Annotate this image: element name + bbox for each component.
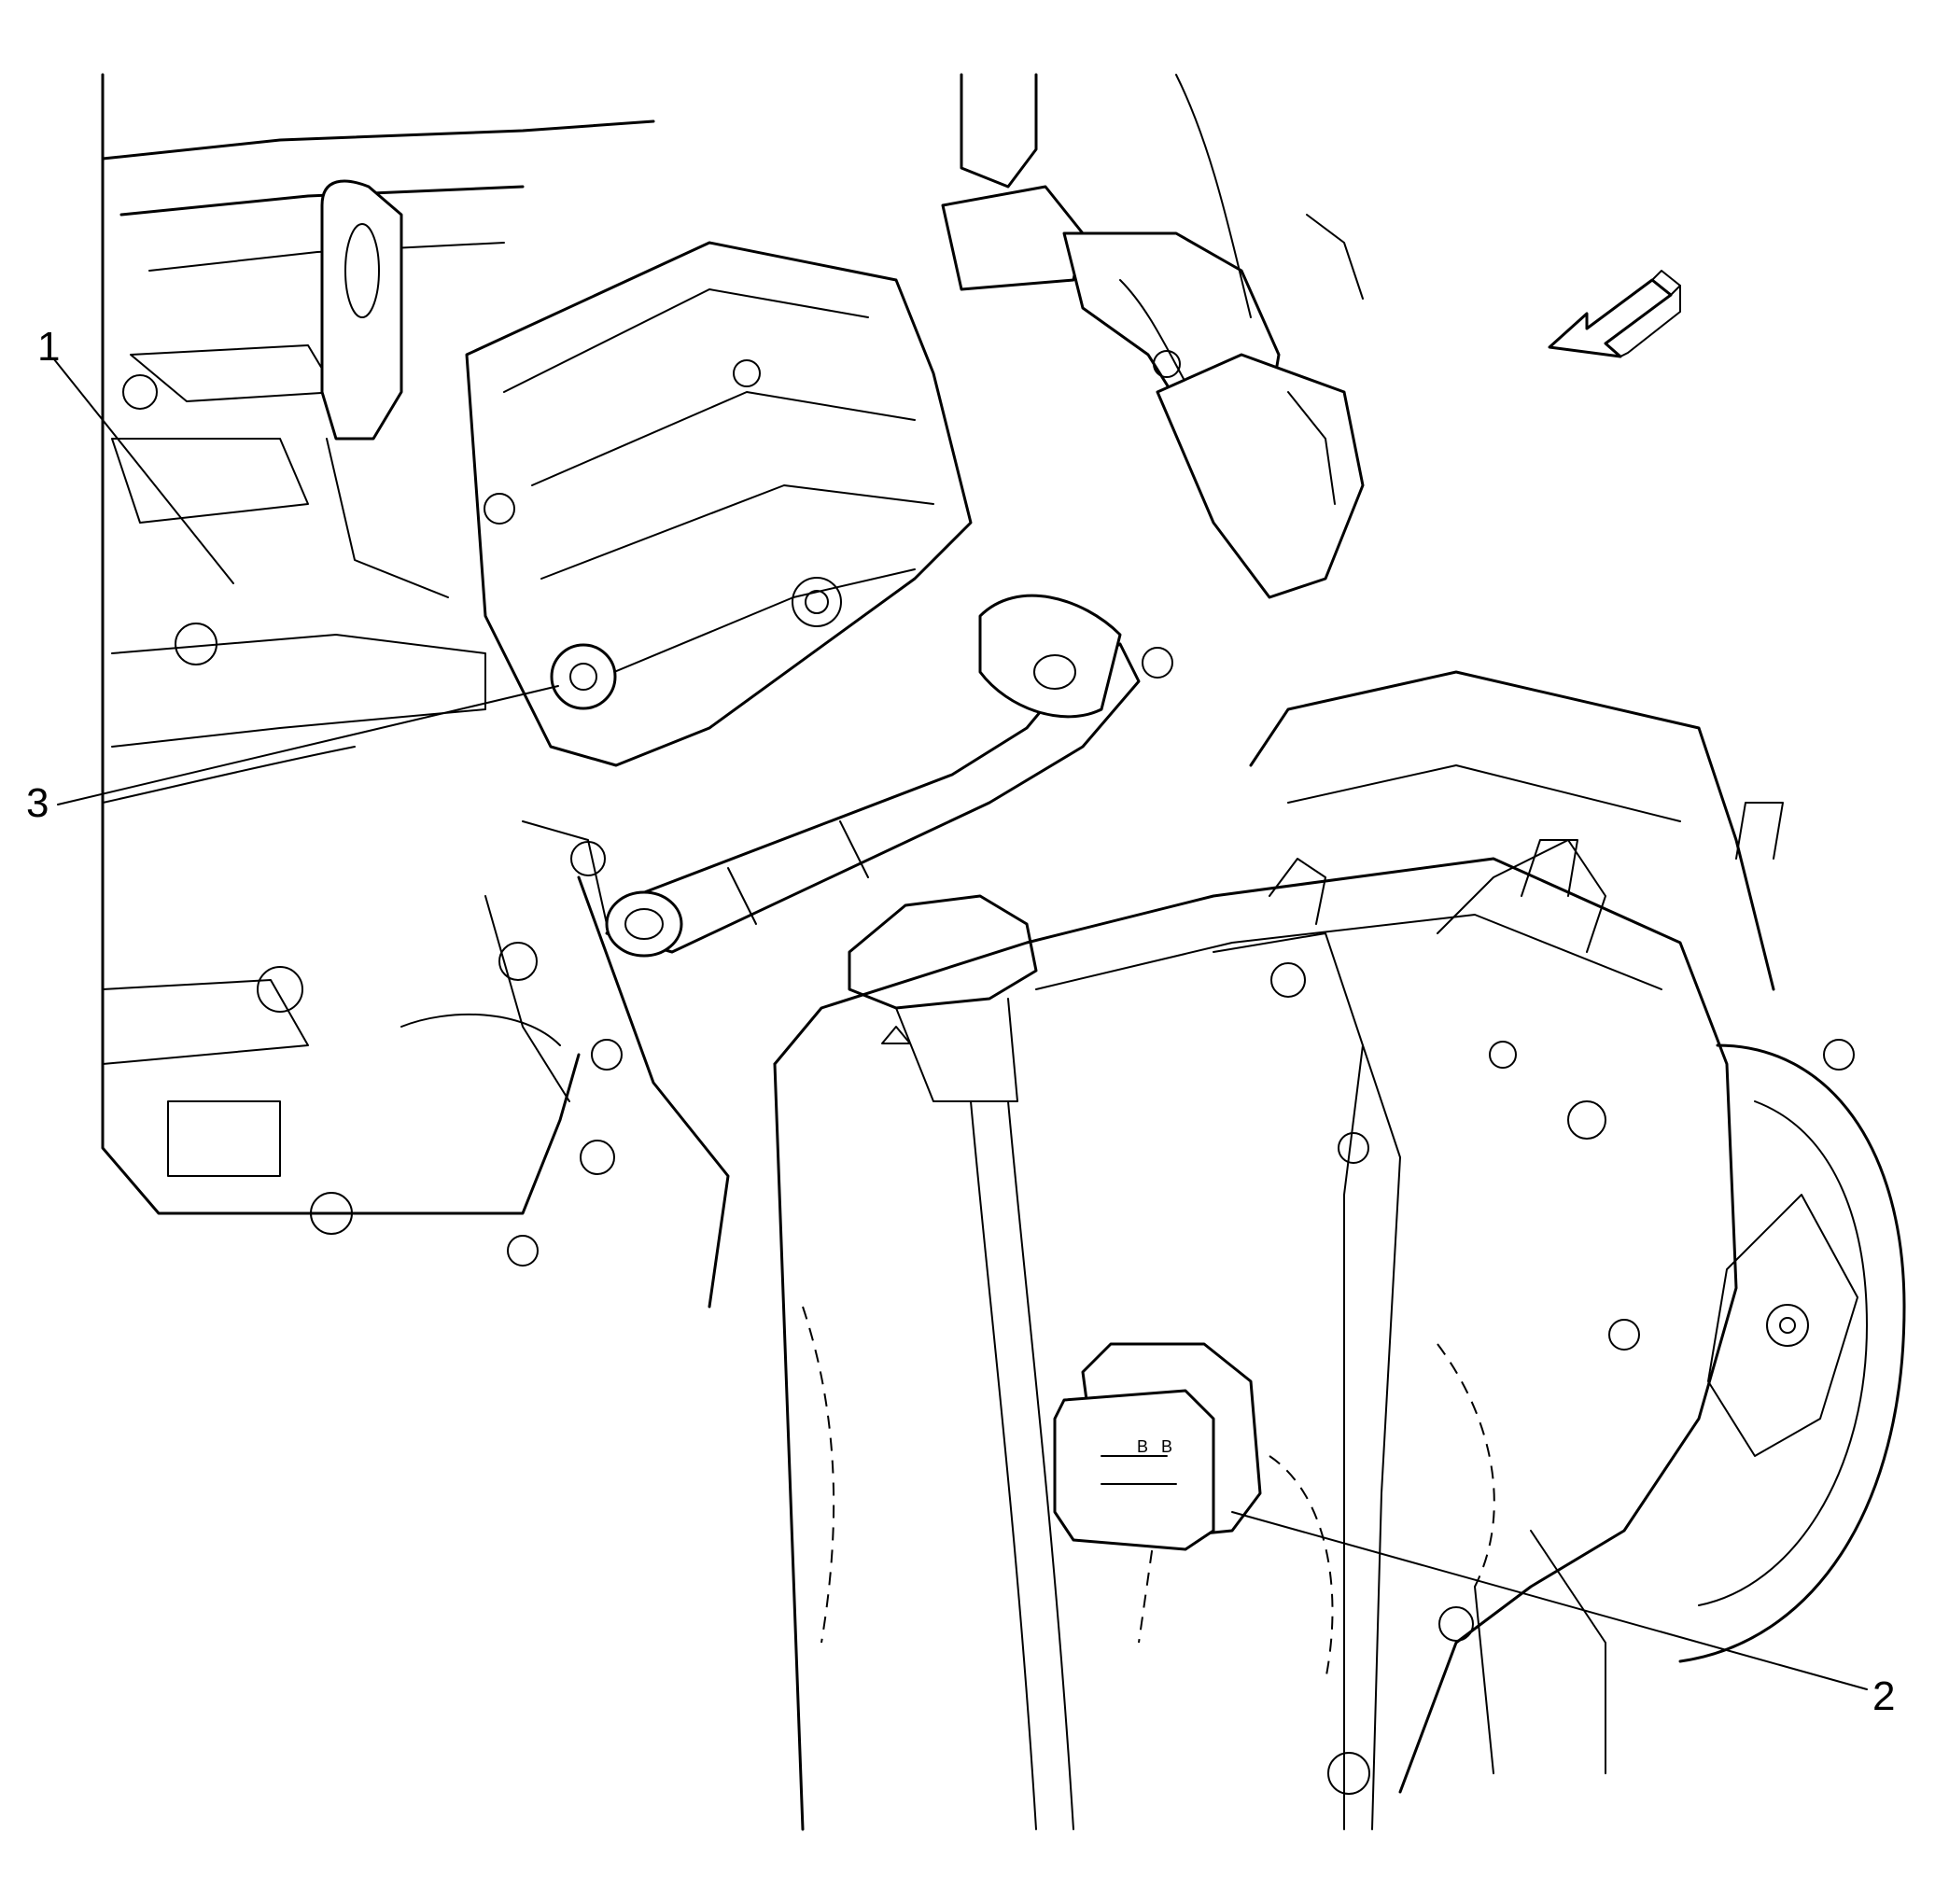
view-direction-arrow-icon [1548, 270, 1681, 358]
transmission-bell-housing [1327, 1043, 1906, 1795]
transmission-harness-connector: B B [1053, 1342, 1262, 1551]
transmission-case [773, 670, 1855, 1830]
coolant-pipe [605, 594, 1141, 958]
svg-text:B: B [1137, 1437, 1148, 1456]
engine-mount-bracket [400, 820, 730, 1309]
callout-leaders [53, 358, 1868, 1690]
leader-line-3 [57, 685, 559, 805]
leader-line-2 [1231, 1511, 1868, 1690]
valve-cover [465, 241, 973, 767]
leader-line-1 [53, 358, 234, 584]
svg-text:B: B [1161, 1437, 1172, 1456]
callout-label-2: 2 [1872, 1673, 1895, 1719]
engine-cylinder-head [101, 73, 655, 1235]
engine-lift-bracket [320, 179, 449, 598]
callout-label-3: 3 [26, 780, 49, 826]
dipstick-tube [773, 1062, 1074, 1831]
callout-label-1: 1 [37, 324, 60, 370]
mount-bolt-hole [550, 643, 617, 710]
fluid-fill-cap [848, 894, 1038, 1102]
ignition-coil-harness [941, 73, 1365, 679]
